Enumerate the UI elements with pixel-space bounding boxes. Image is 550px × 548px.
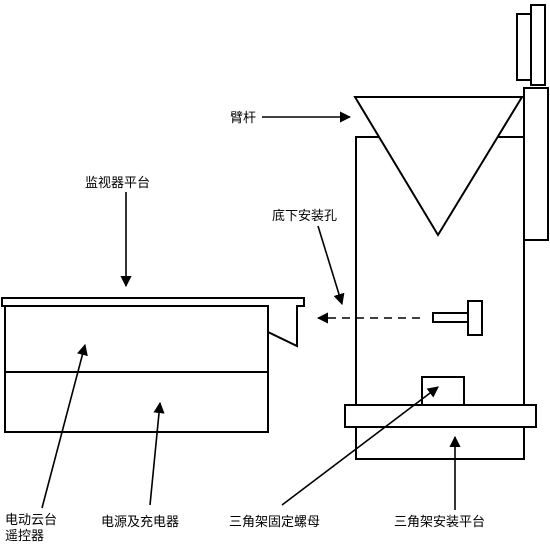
tripod-nut: [421, 376, 465, 406]
label-ptz-remote-line2: 遥控器: [5, 529, 44, 543]
top-bracket: [516, 13, 532, 81]
side-bar: [523, 87, 549, 241]
ptz-remote-leader: [41, 343, 88, 509]
label-ptz-remote-line1: 电动云台: [5, 513, 57, 528]
power-leader: [149, 401, 165, 506]
control-case-body: [4, 305, 269, 433]
arm-triangle: [353, 96, 524, 237]
label-tripod-nut: 三角架固定螺母: [229, 515, 320, 530]
label-power-charger: 电源及充电器: [101, 514, 179, 530]
tripod-platform: [344, 404, 537, 428]
label-bottom-mount-hole: 底下安装孔: [272, 208, 337, 224]
label-monitor-platform: 监视器平台: [85, 176, 150, 191]
top-bracket-plate: [530, 4, 546, 86]
mount-hole-leader: [317, 225, 345, 306]
label-arm: 臂杆: [230, 111, 256, 126]
label-tripod-platform: 三角架安装平台: [394, 515, 485, 530]
mount-bolt-shaft: [432, 312, 469, 323]
tripod-nut-leader: [281, 386, 439, 506]
mount-bolt-head: [467, 300, 483, 336]
